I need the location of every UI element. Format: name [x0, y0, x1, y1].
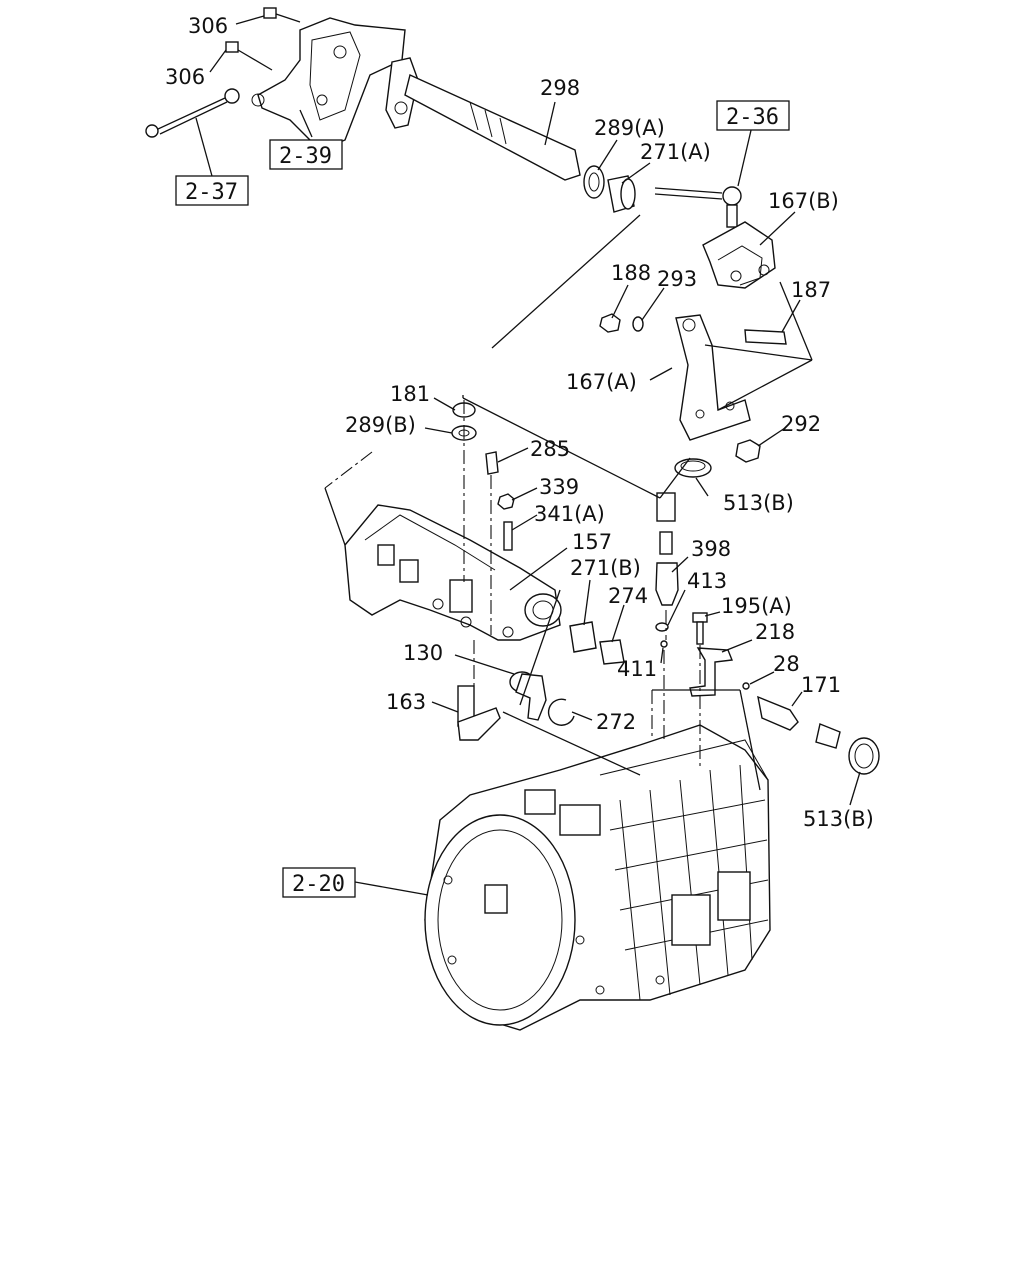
- shift-lever-130: [509, 671, 547, 721]
- reference-2-39-label: 2-39: [279, 144, 332, 169]
- callout-187: 187: [791, 278, 831, 302]
- callout-298: 298: [540, 76, 580, 100]
- callout-513b: 513(B): [723, 491, 794, 515]
- callout-341a: 341(A): [534, 502, 605, 526]
- callout-411: 411: [617, 657, 657, 681]
- pin-28: [742, 682, 750, 690]
- washer-293: [632, 316, 644, 332]
- bushing-271b: [569, 621, 597, 653]
- callout-289a: 289(A): [594, 116, 665, 140]
- callout-157: 157: [572, 530, 612, 554]
- nut-339: [497, 493, 515, 510]
- callout-413: 413: [687, 569, 727, 593]
- bracket-218: [689, 647, 733, 697]
- nut-188: [599, 313, 621, 333]
- reference-2-20: 2-20: [282, 867, 356, 898]
- callout-292: 292: [781, 412, 821, 436]
- fitting-285: [485, 451, 499, 475]
- transmission-case: [424, 724, 771, 1031]
- snap-ring-272: [547, 698, 575, 726]
- shift-shaft-298: [385, 57, 581, 181]
- bushing-274: [599, 639, 625, 665]
- callout-130: 130: [403, 641, 443, 665]
- callout-271b: 271(B): [570, 556, 641, 580]
- stud-341a: [503, 521, 513, 551]
- reference-2-37: 2-37: [175, 175, 249, 206]
- callout-167a: 167(A): [566, 370, 637, 394]
- callout-398: 398: [691, 537, 731, 561]
- callout-306: 306: [188, 14, 228, 38]
- callout-218: 218: [755, 620, 795, 644]
- callout-274: 274: [608, 584, 648, 608]
- callout-272: 272: [596, 710, 636, 734]
- callout-163: 163: [386, 690, 426, 714]
- shift-finger-163: [457, 685, 501, 741]
- shift-cover-housing: [251, 17, 406, 151]
- callout-171: 171: [801, 673, 841, 697]
- callout-188: 188: [611, 261, 651, 285]
- ball-411: [660, 640, 668, 648]
- callout-167b: 167(B): [768, 189, 839, 213]
- reference-2-36-label: 2-36: [726, 105, 779, 130]
- clamp-513b-lower: [848, 737, 880, 775]
- callout-181: 181: [390, 382, 430, 406]
- bolt-306-lower: [225, 41, 273, 71]
- sensor-171: [757, 695, 841, 749]
- callout-28: 28: [773, 652, 800, 676]
- alignment-lines: [324, 214, 813, 791]
- callout-289b: 289(B): [345, 413, 416, 437]
- leader-lines: [195, 15, 861, 896]
- reference-2-39: 2-39: [269, 139, 343, 170]
- callout-285: 285: [530, 437, 570, 461]
- bracket-167b: [702, 221, 776, 289]
- callout-293: 293: [657, 267, 697, 291]
- lever-rod: [654, 186, 742, 228]
- shift-housing-157: [344, 504, 562, 641]
- callout-306: 306: [165, 65, 205, 89]
- connector-plug: [656, 492, 676, 555]
- callout-513b: 513(B): [803, 807, 874, 831]
- bracket-167a: [675, 314, 751, 441]
- switch-398: [655, 562, 679, 606]
- callout-195a: 195(A): [721, 594, 792, 618]
- bushing-271a: [607, 175, 636, 213]
- bolt-195a: [692, 612, 708, 645]
- nut-292: [735, 439, 761, 463]
- pin-187: [744, 329, 787, 345]
- clamp-513b-upper: [674, 458, 712, 478]
- washer-413: [655, 622, 669, 632]
- reference-2-36: 2-36: [716, 100, 790, 131]
- reference-2-20-label: 2-20: [292, 872, 345, 897]
- seal-289a: [583, 165, 605, 199]
- bolt-306-upper: [263, 7, 301, 23]
- link-rod: [145, 88, 240, 138]
- callout-271a: 271(A): [640, 140, 711, 164]
- callouts: 306 306 298 289(A) 271(A) 167(B) 188 293…: [165, 14, 874, 831]
- callout-339: 339: [539, 475, 579, 499]
- reference-2-37-label: 2-37: [185, 180, 238, 205]
